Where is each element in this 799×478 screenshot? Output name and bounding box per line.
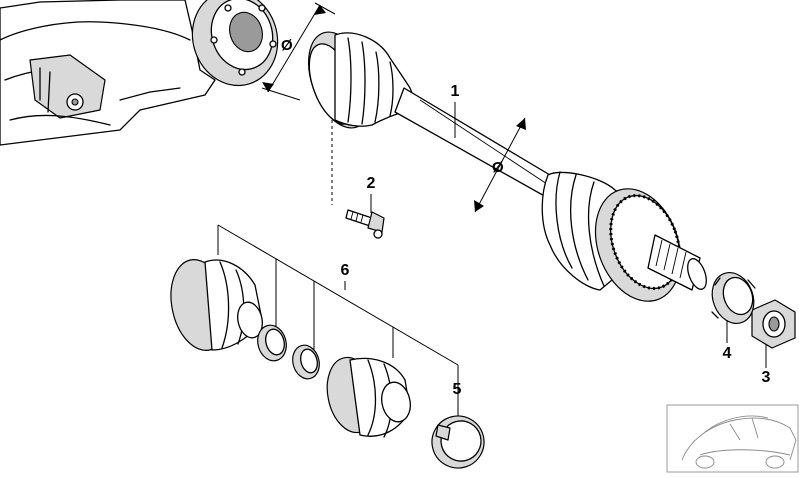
callout-5: 5 xyxy=(453,381,462,398)
diameter-symbol-inner: Ø xyxy=(281,37,293,54)
diameter-dimension-shaft: Ø xyxy=(474,117,526,213)
diameter-dimension-inner: Ø xyxy=(261,2,336,101)
vehicle-locator-thumbnail xyxy=(666,404,799,473)
diameter-symbol-shaft: Ø xyxy=(492,159,504,176)
boot-repair-kit xyxy=(170,224,485,469)
bolt xyxy=(331,120,385,239)
callout-6: 6 xyxy=(341,262,350,279)
drive-shaft-assembly xyxy=(308,31,707,302)
callout-3: 3 xyxy=(762,369,771,386)
differential-housing xyxy=(0,0,279,146)
callout-1: 1 xyxy=(451,83,460,100)
callout-4: 4 xyxy=(723,345,732,362)
callout-leaders xyxy=(344,102,767,368)
hex-nut xyxy=(751,299,796,349)
callout-2: 2 xyxy=(367,175,376,192)
collar-nut xyxy=(711,272,756,324)
